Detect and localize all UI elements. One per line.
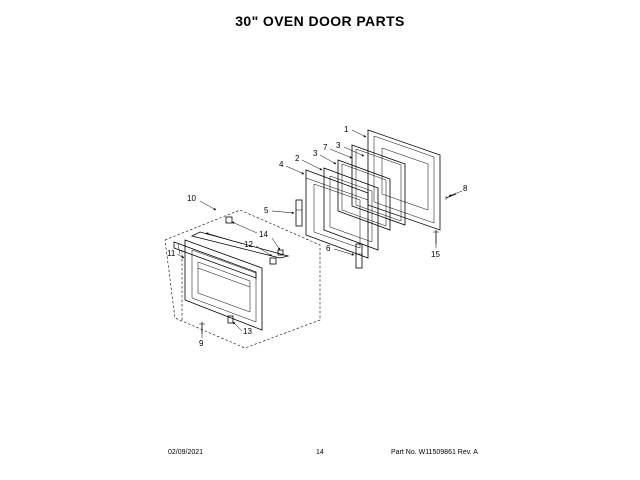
svg-text:3: 3: [336, 141, 341, 150]
door-top-trim: [190, 216, 290, 265]
screw-15: [433, 230, 439, 244]
door-liner-frame: [305, 169, 369, 259]
svg-text:6: 6: [326, 244, 331, 253]
callout-13: 13: [232, 321, 252, 336]
callout-14: 14: [231, 221, 281, 251]
svg-text:7: 7: [323, 143, 328, 152]
svg-text:4: 4: [279, 160, 284, 169]
svg-text:3: 3: [313, 149, 318, 158]
footer-date: 02/09/2021: [168, 449, 204, 456]
callout-4: 4: [279, 160, 305, 175]
screw-8: [445, 193, 457, 200]
door-glass-panes: [337, 144, 406, 231]
callout-5: 5: [264, 206, 295, 215]
svg-text:2: 2: [295, 154, 300, 163]
page-title: 30" OVEN DOOR PARTS: [235, 13, 405, 29]
callout-1: 1: [344, 125, 367, 138]
callout-6: 6: [326, 244, 355, 256]
callout-3b: 3: [313, 149, 337, 165]
door-inner-frame: [323, 167, 379, 251]
door-hinges: [295, 199, 363, 269]
door-bottom-clip: [227, 315, 234, 324]
door-handle: [173, 241, 257, 279]
screw-9: [199, 322, 205, 334]
svg-text:14: 14: [259, 230, 268, 239]
svg-text:11: 11: [167, 249, 176, 258]
svg-text:10: 10: [187, 194, 196, 203]
callout-2: 2: [295, 154, 323, 171]
footer-page-number: 14: [316, 449, 324, 456]
svg-text:13: 13: [243, 327, 252, 336]
callout-12: 12: [205, 232, 273, 257]
svg-text:9: 9: [199, 339, 204, 348]
callout-10: 10: [187, 194, 217, 211]
outer-door-panel: [184, 239, 263, 331]
callout-8: 8: [448, 184, 468, 197]
footer-part-number: Part No. W11509861 Rev. A: [391, 449, 478, 456]
callout-11: 11: [167, 249, 185, 259]
svg-text:5: 5: [264, 206, 269, 215]
callout-3a: 3: [336, 141, 365, 157]
svg-text:8: 8: [463, 184, 468, 193]
svg-text:15: 15: [431, 250, 440, 259]
outer-door-assembly-outline: [164, 209, 321, 349]
callout-15: 15: [431, 244, 440, 259]
door-inner-panel: [367, 129, 441, 231]
svg-text:12: 12: [244, 240, 253, 249]
callout-7: 7: [323, 143, 353, 159]
callout-9: 9: [199, 334, 204, 348]
svg-text:1: 1: [344, 125, 349, 134]
